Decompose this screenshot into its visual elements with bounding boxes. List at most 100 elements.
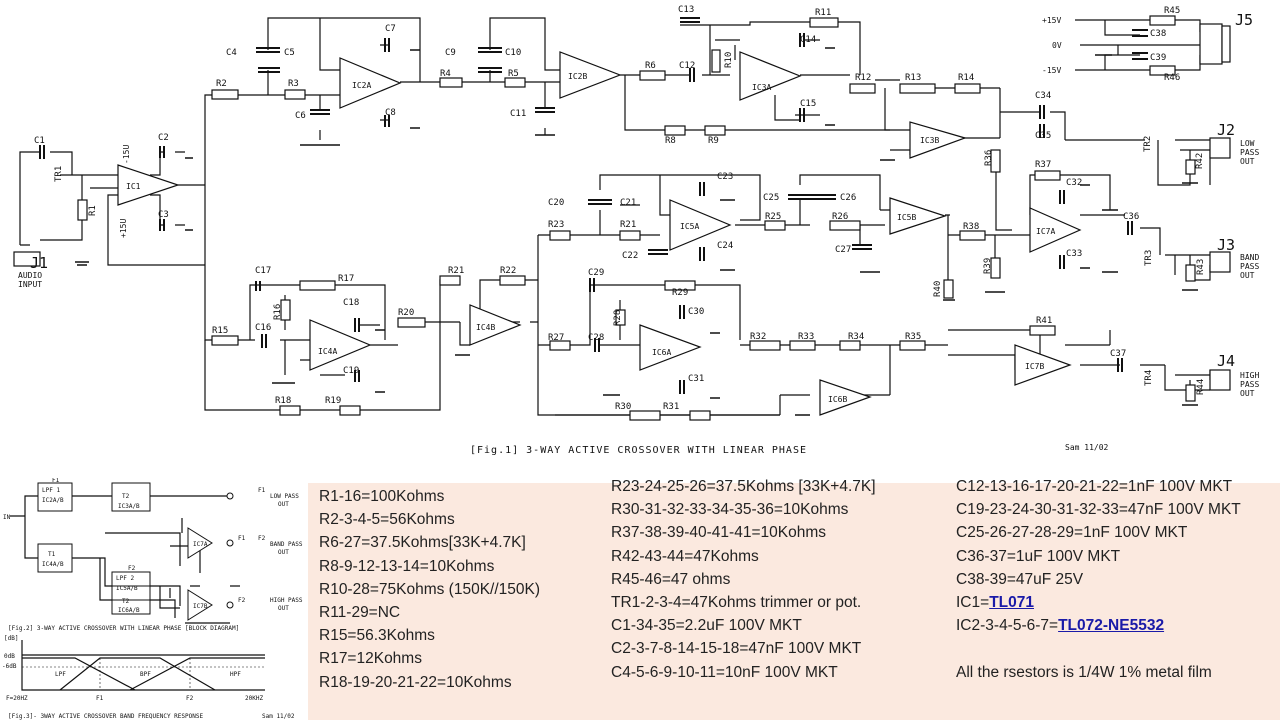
block-out-band-f1: F1 — [238, 535, 246, 542]
label-r30: R30 — [615, 402, 631, 412]
block-out-low-1: LOW PASS — [270, 493, 299, 500]
response-signature: Sam 11/02 — [262, 713, 295, 720]
figure-1-caption: [Fig.1] 3-WAY ACTIVE CROSSOVER WITH LINE… — [470, 445, 807, 456]
label-c21: C21 — [620, 198, 636, 208]
block-lpf1-sub: IC2A/B — [42, 497, 64, 504]
label-tr2: TR2 — [1143, 136, 1153, 152]
block-out-band-2: OUT — [278, 549, 289, 556]
block-diagram-labels: IN LPF 1 IC2A/B F1 T2 IC3A/B T1 IC4A/B L… — [3, 478, 303, 632]
label-r29: R29 — [672, 288, 688, 298]
response-graph — [21, 640, 265, 691]
label-ic7a: IC7A — [1036, 227, 1055, 236]
label-r17: R17 — [338, 274, 354, 284]
label-ic2b: IC2B — [568, 72, 587, 81]
label-r2: R2 — [216, 79, 227, 89]
block-t1-sub: IC4A/B — [42, 561, 64, 568]
part-line: R11-29=NC — [319, 603, 401, 621]
block-t2b-sub: IC6A/B — [118, 607, 140, 614]
label-r45: R45 — [1164, 6, 1180, 16]
block-out-high-1: HIGH PASS — [270, 597, 303, 604]
response-labels: [dB] 0dB -6dB LPF BPF HPF F=20HZ F1 F2 2… — [2, 635, 295, 720]
label-j3-l3: OUT — [1240, 271, 1255, 280]
label-c19: C19 — [343, 366, 359, 376]
part-line: R17=12Kohms — [319, 650, 422, 668]
part-line: R37-38-39-40-41-41=10Kohms — [611, 524, 826, 542]
label-ic3b: IC3B — [920, 136, 939, 145]
block-t1: T1 — [48, 551, 56, 558]
block-lpf2-sub: IC5A/B — [116, 585, 138, 592]
block-out-band-1: BAND PASS — [270, 541, 303, 548]
opamp-symbols — [117, 51, 1082, 416]
response-tick-f1: F1 — [96, 695, 104, 702]
block-out-high-f2: F2 — [238, 597, 246, 604]
label-r23: R23 — [548, 220, 564, 230]
label-c3: C3 — [158, 210, 169, 220]
label-ic5b: IC5B — [897, 213, 916, 222]
label-r19: R19 — [325, 396, 341, 406]
label-r42: R42 — [1195, 153, 1205, 169]
label-c32: C32 — [1066, 178, 1082, 188]
part-line: C1-34-35=2.2uF 100V MKT — [611, 617, 802, 635]
label-c29: C29 — [588, 268, 604, 278]
label-c30: C30 — [688, 307, 704, 317]
part-line: R10-28=75Kohms (150K//150K) — [319, 580, 541, 598]
label-c33: C33 — [1066, 249, 1082, 259]
label-r11: R11 — [815, 8, 831, 18]
ic2-datasheet-link[interactable]: TL072-NE5532 — [1058, 617, 1165, 635]
capacitor-symbols — [39, 17, 1148, 394]
label-c25: C25 — [763, 193, 779, 203]
block-t2a-sub: IC3A/B — [118, 503, 140, 510]
block-out-high-2: OUT — [278, 605, 289, 612]
label-c9: C9 — [445, 48, 456, 58]
label-r15: R15 — [212, 326, 228, 336]
label-c13: C13 — [678, 5, 694, 15]
label-c34: C34 — [1035, 91, 1051, 101]
label-ic4b: IC4B — [476, 323, 495, 332]
response-caption: [Fig.3]- 3WAY ACTIVE CROSSOVER BAND FREQ… — [8, 713, 203, 720]
response-tick-f20: F=20HZ — [6, 695, 28, 702]
label-r31: R31 — [663, 402, 679, 412]
part-line: R42-43-44=47Kohms — [611, 547, 759, 565]
label-tr4: TR4 — [1144, 370, 1154, 386]
label-c31: C31 — [688, 374, 704, 384]
part-line: R15=56.3Kohms — [319, 627, 435, 645]
label-r3: R3 — [288, 79, 299, 89]
label-c15: C15 — [800, 99, 816, 109]
block-t2b: T2 — [122, 598, 130, 605]
label-ic7b: IC7B — [1025, 362, 1044, 371]
part-line: R6-27=37.5Kohms[33K+4.7K] — [319, 534, 526, 552]
label-j3-l2: PASS — [1240, 262, 1259, 271]
label-r10: R10 — [724, 52, 734, 68]
part-line: R2-3-4-5=56Kohms — [319, 511, 455, 529]
label-c36: C36 — [1123, 212, 1139, 222]
label-ic3a: IC3A — [752, 83, 771, 92]
response-minus6db: -6dB — [2, 663, 17, 670]
label-r1: R1 — [88, 205, 98, 216]
label-j4-l1: HIGH — [1240, 371, 1259, 380]
label-r32: R32 — [750, 332, 766, 342]
schematic-diagram: C1 C2 C3 C4 C5 C6 C7 C8 C9 C10 C11 C12 C… — [13, 5, 1259, 456]
label-ic2a: IC2A — [352, 81, 371, 90]
ic1-datasheet-link[interactable]: TL071 — [989, 593, 1034, 611]
parts-list-column-1: R1-16=100Kohms R2-3-4-5=56Kohms R6-27=37… — [319, 485, 540, 694]
part-line: R23-24-25-26=37.5Kohms [33K+4.7K] — [611, 478, 876, 495]
label-c11: C11 — [510, 109, 526, 119]
block-f2: F2 — [128, 565, 136, 572]
label-c24: C24 — [717, 241, 733, 251]
label-r5: R5 — [508, 69, 519, 79]
block-diagram: IN LPF 1 IC2A/B F1 T2 IC3A/B T1 IC4A/B L… — [2, 478, 303, 720]
label-j2-l1: LOW — [1240, 139, 1255, 148]
ic2-line: IC2-3-4-5-6-7=TL072-NE5532 — [956, 614, 1241, 637]
figure-1-signature: Sam 11/02 — [1065, 443, 1109, 452]
label-j4-l3: OUT — [1240, 389, 1255, 398]
label-r21b: R21 — [620, 220, 636, 230]
label-ic1: IC1 — [126, 182, 141, 191]
label-r4: R4 — [440, 69, 451, 79]
label-r46: R46 — [1164, 73, 1180, 83]
label-c2: C2 — [158, 133, 169, 143]
component-labels: C1 C2 C3 C4 C5 C6 C7 C8 C9 C10 C11 C12 C… — [18, 5, 1259, 456]
part-line: C12-13-16-17-20-21-22=1nF 100V MKT — [956, 478, 1233, 495]
label-j1-input: INPUT — [18, 280, 42, 289]
label-r22: R22 — [500, 266, 516, 276]
label-c39: C39 — [1150, 53, 1166, 63]
